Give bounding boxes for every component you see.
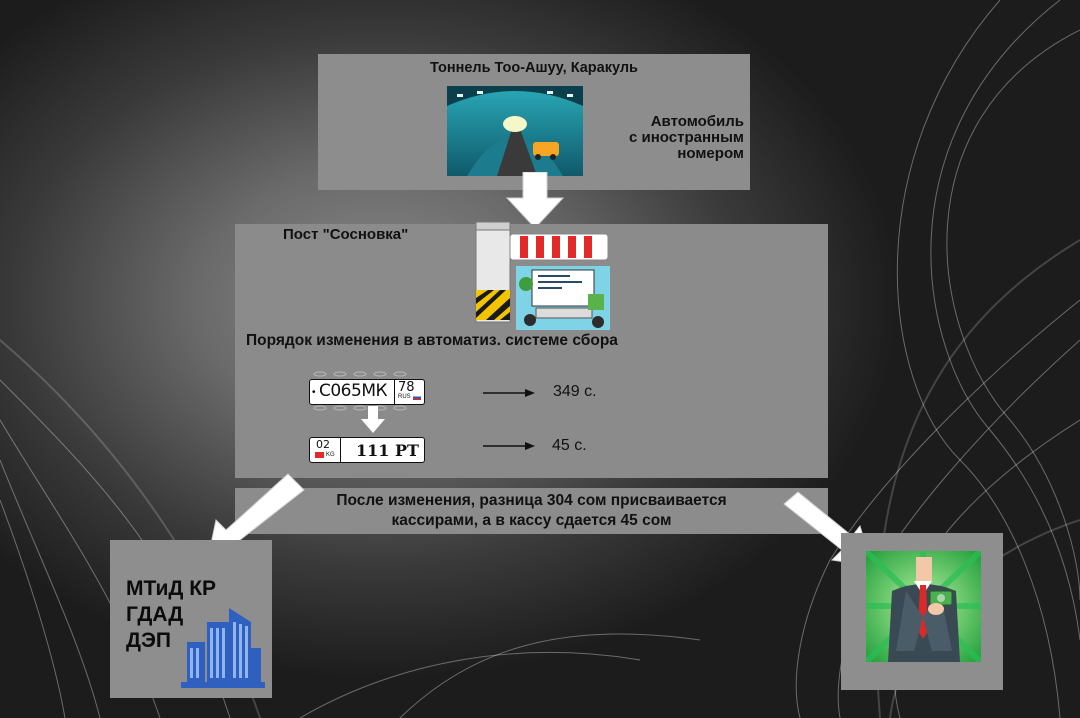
car-label: Автомобиль с иностранным номером	[629, 113, 744, 162]
kg-flag-icon	[315, 452, 324, 458]
arrow-right-icon	[483, 389, 535, 397]
ministry-line-3: ДЭП	[126, 629, 171, 652]
after-box	[235, 488, 828, 534]
man-with-money-icon	[866, 551, 981, 662]
tunnel-image	[447, 86, 583, 176]
plate-kg-region: 02	[316, 438, 330, 451]
arrow-down-small-icon	[361, 406, 385, 433]
arrow-right-icon-2	[483, 442, 535, 450]
plate-ru-decoration	[313, 371, 407, 411]
plate-ru-country: RUS	[398, 394, 411, 400]
plate-kg-country: KG	[326, 452, 335, 458]
plate-ru: • С065МК 78 RUS	[309, 379, 425, 405]
plate-kg-number: 111 PT	[356, 441, 419, 460]
after-text: После изменения, разница 304 сом присваи…	[336, 492, 727, 529]
checkpoint-barrier-icon	[475, 221, 610, 330]
post-title: Пост "Сосновка"	[283, 226, 409, 243]
ministry-text: МТиД КР ГДАД ДЭП	[126, 576, 216, 654]
ministry-line-1: МТиД КР	[126, 577, 217, 600]
tunnel-title: Тоннель Тоо-Ашуу, Каракуль	[430, 60, 638, 76]
building-icon	[181, 608, 265, 688]
price-before: 349 с.	[553, 383, 597, 400]
plate-ru-number: С065МК	[319, 381, 388, 401]
price-after: 45 с.	[552, 437, 587, 454]
plate-kg: 02 KG 111 PT	[309, 437, 425, 463]
arrow-down-icon	[505, 172, 565, 229]
ministry-line-2: ГДАД	[126, 603, 184, 626]
order-title: Порядок изменения в автоматиз. системе с…	[246, 332, 618, 349]
plate-ru-region: 78	[398, 380, 415, 395]
